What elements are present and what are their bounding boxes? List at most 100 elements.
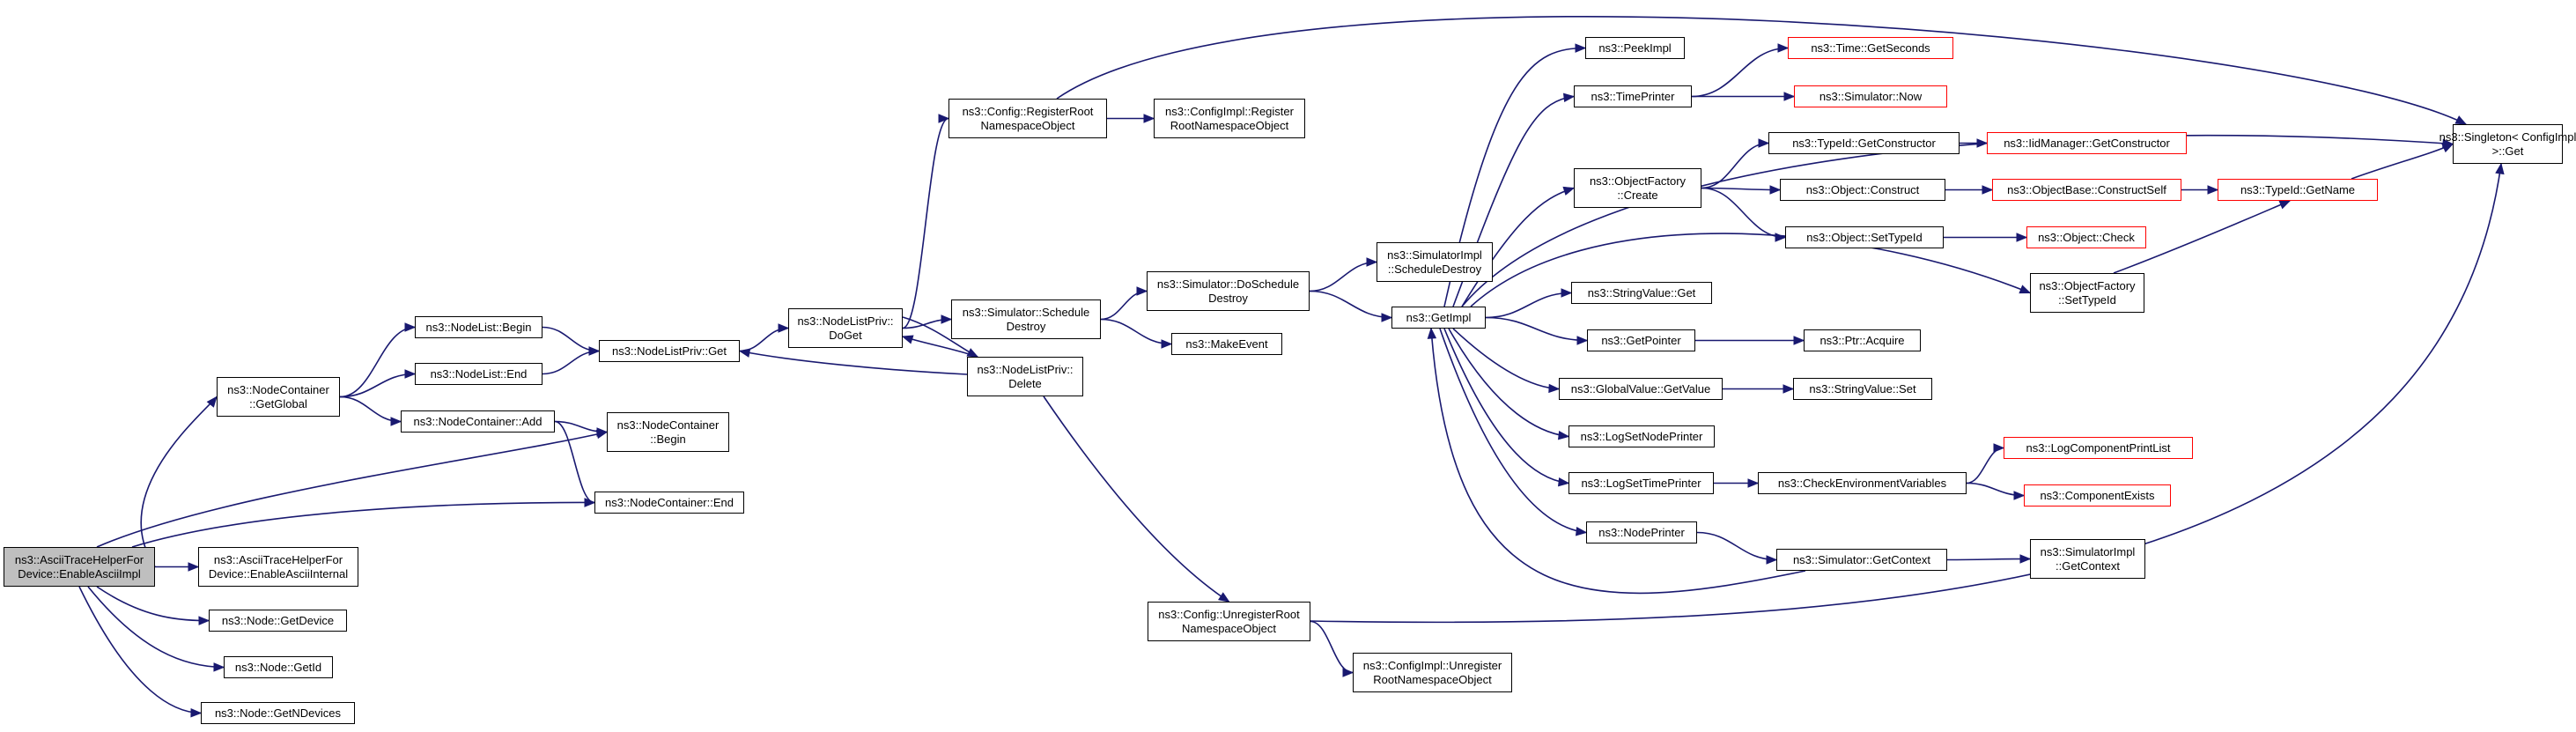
node-label-line: ::Begin xyxy=(650,432,686,446)
node-timeprinter[interactable]: ns3::TimePrinter xyxy=(1574,85,1692,107)
node-nodelistpriv-doget[interactable]: ns3::NodeListPriv::DoGet xyxy=(788,308,903,348)
arrowhead-getimpl-to-logsetnodeprinter xyxy=(1557,430,1570,440)
node-label-line: Destroy xyxy=(1208,291,1248,305)
arrowhead-getimpl-to-objectfactory_settypeid xyxy=(2019,285,2032,294)
node-label: ns3::LogComponentPrintList xyxy=(2026,441,2170,455)
arrowhead-getimpl-to-globalvalue_getvalue xyxy=(1548,383,1561,394)
node-logcomponentprintlist[interactable]: ns3::LogComponentPrintList xyxy=(2004,437,2193,459)
arrowhead-simulator_schedule_destroy-to-simulator_doschedule_destroy xyxy=(1136,286,1148,296)
node-label: ns3::Object::Check xyxy=(2038,231,2135,245)
node-globalvalue-getvalue[interactable]: ns3::GlobalValue::GetValue xyxy=(1559,378,1723,400)
arrowhead-objectbase_constructself-to-typeid_getname xyxy=(2207,185,2219,195)
node-node-getid[interactable]: ns3::Node::GetId xyxy=(224,656,333,678)
node-label-line: ns3::GlobalValue::GetValue xyxy=(1570,381,1711,396)
node-stringvalue-set[interactable]: ns3::StringValue::Set xyxy=(1793,378,1932,400)
node-label-line: ns3::Time::GetSeconds xyxy=(1811,41,1930,55)
node-label: ns3::LogSetTimePrinter xyxy=(1581,477,1701,491)
arrowhead-getimpl-to-logsettimeprinter xyxy=(1557,477,1570,487)
arrowhead-nodecontainer_add-to-nodecontainer_end xyxy=(584,498,596,507)
node-simulatorimpl-scheduledestroy[interactable]: ns3::SimulatorImpl::ScheduleDestroy xyxy=(1377,242,1493,282)
node-label: ns3::Node::GetNDevices xyxy=(215,706,341,721)
node-label-line: ns3::ConfigImpl::Register xyxy=(1165,104,1294,118)
node-typeid-getname[interactable]: ns3::TypeId::GetName xyxy=(2218,179,2378,201)
node-simulatorimpl-getcontext[interactable]: ns3::SimulatorImpl::GetContext xyxy=(2030,539,2145,579)
node-nodelistpriv-delete[interactable]: ns3::NodeListPriv::Delete xyxy=(967,357,1083,396)
node-simulator-now[interactable]: ns3::Simulator::Now xyxy=(1794,85,1947,107)
node-label: ns3::ObjectBase::ConstructSelf xyxy=(2007,183,2166,197)
node-nodelist-begin[interactable]: ns3::NodeList::Begin xyxy=(415,316,543,338)
node-objectbase-constructself[interactable]: ns3::ObjectBase::ConstructSelf xyxy=(1992,179,2181,201)
node-nodecontainer-begin[interactable]: ns3::NodeContainer::Begin xyxy=(607,412,729,452)
arrowhead-getimpl-to-getpointer xyxy=(1576,336,1589,345)
node-label: ns3::Ptr::Acquire xyxy=(1819,334,1904,348)
node-label-line: ns3::Object::Check xyxy=(2038,230,2135,244)
node-makeevent[interactable]: ns3::MakeEvent xyxy=(1171,333,1282,355)
arrowhead-getimpl-to-objectfactory_create xyxy=(1562,186,1576,196)
node-node-getdevice[interactable]: ns3::Node::GetDevice xyxy=(209,610,347,632)
node-label-line: RootNamespaceObject xyxy=(1373,672,1492,686)
arrowhead-simulator_doschedule_destroy-to-getimpl xyxy=(1381,313,1393,322)
node-simulator-getcontext[interactable]: ns3::Simulator::GetContext xyxy=(1776,549,1947,571)
node-nodelist-end[interactable]: ns3::NodeList::End xyxy=(415,363,543,385)
arrowhead-objectfactory_create-to-object_settypeid xyxy=(1775,233,1787,242)
node-nodelistpriv-get[interactable]: ns3::NodeListPriv::Get xyxy=(599,340,740,362)
edge-simulator_schedule_destroy-to-makeevent xyxy=(1100,318,1172,345)
node-object-construct[interactable]: ns3::Object::Construct xyxy=(1780,179,1945,201)
node-label-line: ns3::GetPointer xyxy=(1601,333,1681,347)
node-typeid-getconstructor[interactable]: ns3::TypeId::GetConstructor xyxy=(1768,132,1960,154)
edge-nodelistpriv_delete-to-nodelistpriv_doget xyxy=(902,336,978,358)
node-ptr-acquire[interactable]: ns3::Ptr::Acquire xyxy=(1804,329,1921,351)
edge-getimpl-to-peekimpl xyxy=(1443,47,1586,307)
node-label-line: ns3::Simulator::Schedule xyxy=(962,305,1090,319)
node-componentexists[interactable]: ns3::ComponentExists xyxy=(2024,484,2171,506)
node-label-line: ns3::AsciiTraceHelperFor xyxy=(14,552,144,566)
node-iidmanager-getconstructor[interactable]: ns3::IidManager::GetConstructor xyxy=(1987,132,2187,154)
node-label: ns3::SimulatorImpl::GetContext xyxy=(2041,545,2136,573)
node-nodeprinter[interactable]: ns3::NodePrinter xyxy=(1586,521,1697,543)
node-logsetnodeprinter[interactable]: ns3::LogSetNodePrinter xyxy=(1568,425,1715,447)
node-nodecontainer-end[interactable]: ns3::NodeContainer::End xyxy=(594,492,744,514)
node-label: ns3::Singleton< ConfigImpl >::Get xyxy=(2439,130,2576,159)
node-label-line: ns3::ObjectFactory xyxy=(1589,174,1687,188)
node-label: ns3::NodeListPriv::Delete xyxy=(977,363,1073,391)
node-getpointer[interactable]: ns3::GetPointer xyxy=(1587,329,1695,351)
node-label: ns3::Node::GetId xyxy=(235,661,321,675)
edge-nodecontainer_add-to-nodecontainer_end xyxy=(554,420,595,504)
edge-nodelistpriv_doget-to-config_registerroot xyxy=(902,117,949,329)
arrowhead-nodelistpriv_delete-to-nodelistpriv_doget xyxy=(901,335,914,344)
arrowhead-getimpl-to-nodeprinter xyxy=(1575,527,1588,536)
node-label: ns3::LogSetNodePrinter xyxy=(1581,430,1703,444)
arrowhead-nodelistpriv_doget-to-config_registerroot xyxy=(938,114,950,123)
node-nodecontainer-getglobal[interactable]: ns3::NodeContainer::GetGlobal xyxy=(217,377,340,417)
node-objectfactory-settypeid[interactable]: ns3::ObjectFactory::SetTypeId xyxy=(2030,273,2144,313)
node-singleton-get[interactable]: ns3::Singleton< ConfigImpl >::Get xyxy=(2439,124,2576,164)
node-objectfactory-create[interactable]: ns3::ObjectFactory::Create xyxy=(1574,168,1701,208)
node-getimpl[interactable]: ns3::GetImpl xyxy=(1391,307,1486,329)
arrowhead-objectfactory_settypeid-to-typeid_getname xyxy=(2278,200,2292,210)
node-stringvalue-get[interactable]: ns3::StringValue::Get xyxy=(1571,282,1712,304)
node-checkenvironmentvariables[interactable]: ns3::CheckEnvironmentVariables xyxy=(1758,472,1967,494)
node-object-check[interactable]: ns3::Object::Check xyxy=(2026,226,2146,248)
node-label-line: ns3::StringValue::Get xyxy=(1587,285,1696,299)
node-peekimpl[interactable]: ns3::PeekImpl xyxy=(1585,37,1685,59)
node-label: ns3::ComponentExists xyxy=(2040,489,2154,503)
node-label-line: ns3::NodePrinter xyxy=(1598,525,1685,539)
node-label: ns3::MakeEvent xyxy=(1185,337,1267,351)
node-nodecontainer-add[interactable]: ns3::NodeContainer::Add xyxy=(401,410,555,433)
arrowhead-nodelistpriv_get-to-nodelistpriv_doget xyxy=(778,323,790,333)
node-object-settypeid[interactable]: ns3::Object::SetTypeId xyxy=(1785,226,1944,248)
node-time-getseconds[interactable]: ns3::Time::GetSeconds xyxy=(1788,37,1953,59)
node-label-line: ns3::ObjectBase::ConstructSelf xyxy=(2007,182,2166,196)
node-label-line: ns3::Config::UnregisterRoot xyxy=(1158,607,1300,621)
node-node-getndevices[interactable]: ns3::Node::GetNDevices xyxy=(201,702,355,724)
node-logsettimeprinter[interactable]: ns3::LogSetTimePrinter xyxy=(1568,472,1714,494)
